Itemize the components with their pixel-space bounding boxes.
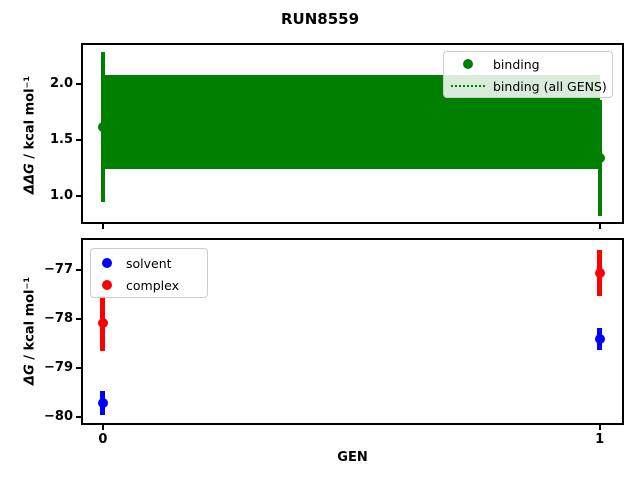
legend-binding: binding binding (all GENS) xyxy=(443,51,613,98)
y-tick xyxy=(76,195,81,198)
y-tick xyxy=(76,268,81,271)
y-tick xyxy=(76,139,81,142)
x-tick-label: 0 xyxy=(98,432,108,447)
legend-label-binding: binding xyxy=(493,56,540,72)
x-tick xyxy=(101,224,104,229)
figure-title: RUN8559 xyxy=(280,10,360,28)
top-ylabel-units: / kcal mol⁻¹ xyxy=(22,75,38,164)
legend-solvent-complex: solvent complex xyxy=(90,248,208,298)
y-tick xyxy=(76,415,81,418)
legend-entry-binding: binding xyxy=(448,53,612,75)
x-tick xyxy=(598,425,601,430)
complex-point-1 xyxy=(594,267,605,278)
y-tick xyxy=(76,317,81,320)
y-tick xyxy=(76,83,81,86)
binding-point-0 xyxy=(97,121,108,132)
dotted-line-icon xyxy=(451,85,485,87)
y-tick-label: −79 xyxy=(44,359,73,375)
complex-dot-icon xyxy=(102,280,112,290)
y-tick-label: 2.0 xyxy=(49,76,73,92)
bottom-ylabel-units: / kcal mol⁻¹ xyxy=(22,276,38,365)
binding-dot-icon xyxy=(463,59,473,69)
x-tick xyxy=(101,425,104,430)
legend-entry-solvent: solvent xyxy=(93,252,207,274)
y-tick-label: −77 xyxy=(44,261,73,277)
complex-point-0 xyxy=(97,318,108,329)
legend-label-complex: complex xyxy=(126,277,179,293)
legend-entry-complex: complex xyxy=(93,274,207,296)
legend-label-solvent: solvent xyxy=(126,255,172,271)
y-tick-label: 1.0 xyxy=(49,188,73,204)
x-tick-label: 1 xyxy=(595,432,605,447)
solvent-point-0 xyxy=(97,397,108,408)
y-tick-label: −80 xyxy=(44,408,73,424)
x-axis-label: GEN xyxy=(337,450,368,465)
top-ylabel-math: ΔΔG xyxy=(22,163,38,195)
x-tick xyxy=(598,224,601,229)
y-tick-label: −78 xyxy=(44,310,73,326)
y-tick xyxy=(76,366,81,369)
y-tick-label: 1.5 xyxy=(49,132,73,148)
bottom-ylabel-math: ΔG xyxy=(22,364,38,386)
solvent-point-1 xyxy=(594,333,605,344)
legend-entry-binding-all-gens: binding (all GENS) xyxy=(448,75,612,97)
legend-label-binding-all-gens: binding (all GENS) xyxy=(493,78,607,94)
binding-point-1 xyxy=(594,153,605,164)
solvent-dot-icon xyxy=(102,258,112,268)
